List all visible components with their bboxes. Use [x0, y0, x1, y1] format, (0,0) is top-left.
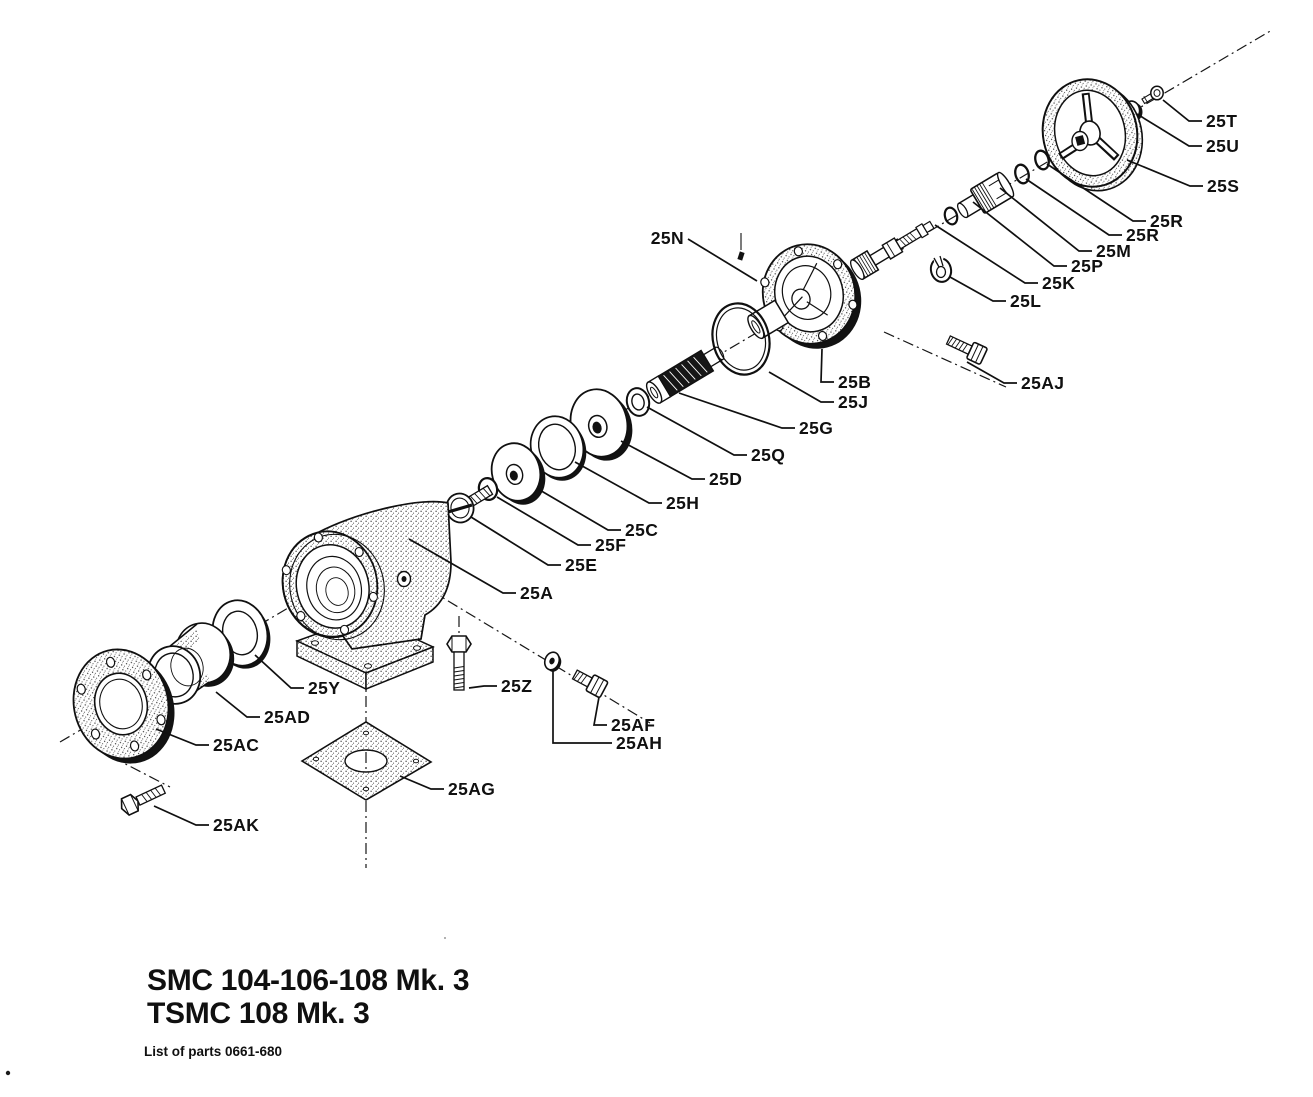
part-label-25af-26: 25AF — [611, 715, 655, 735]
leader-line-25k-7 — [934, 224, 1038, 284]
spindle-25k — [850, 220, 935, 281]
part-label-25b-10: 25B — [838, 372, 871, 392]
leader-line-25ag-28 — [399, 775, 444, 790]
leader-line-25r-3 — [1046, 163, 1146, 222]
leader-line-25c-17 — [537, 488, 621, 531]
screw-25e — [445, 484, 494, 524]
o-ring-25r-3 — [943, 206, 959, 226]
leader-line-25y-21 — [254, 654, 304, 689]
leader-line-25s-2 — [1126, 159, 1203, 187]
leader-line-25m-5 — [999, 187, 1092, 252]
part-label-25f-18: 25F — [595, 535, 626, 555]
part-label-25y-21: 25Y — [308, 678, 340, 698]
part-label-25z-25: 25Z — [501, 676, 532, 696]
part-label-25k-7: 25K — [1042, 273, 1075, 293]
disc-25c — [490, 442, 546, 505]
o-ring-25r-2 — [1014, 163, 1030, 185]
part-label-25p-6: 25P — [1071, 256, 1103, 276]
leader-line-25ah-27 — [552, 670, 612, 744]
handwheel-25s — [1041, 78, 1144, 192]
leader-line-25ak-24 — [153, 805, 209, 826]
footer-titles: SMC 104-106-108 Mk. 3 TSMC 108 Mk. 3 Lis… — [144, 964, 470, 1059]
ring-25h — [529, 415, 587, 481]
part-label-25h-16: 25H — [666, 493, 699, 513]
part-label-25ad-22: 25AD — [264, 707, 310, 727]
bolt-25aj-axis — [883, 331, 1007, 388]
drain-plug-axis — [429, 589, 651, 724]
bolt-25ak — [120, 784, 167, 817]
leader-line-25d-15 — [620, 440, 705, 480]
o-ring-25r-1 — [1034, 149, 1050, 171]
part-label-25r-4: 25R — [1126, 225, 1159, 245]
sleeve-25ad — [146, 622, 235, 705]
screw-25t-head — [1150, 85, 1164, 101]
scan-speck — [444, 937, 446, 939]
part-label-25n-9: 25N — [651, 228, 684, 248]
part-label-25u-1: 25U — [1206, 136, 1239, 156]
leader-line-25f-18 — [496, 496, 591, 546]
leader-line-25b-10 — [820, 348, 834, 383]
leader-line-25r-4 — [1025, 178, 1122, 236]
part-label-25s-2: 25S — [1207, 176, 1239, 196]
pin-25n — [737, 233, 745, 261]
leader-line-25p-6 — [972, 201, 1067, 267]
part-label-25e-19: 25E — [565, 555, 597, 575]
bolt-25aj — [945, 335, 988, 365]
leader-line-25ad-22 — [215, 691, 260, 718]
seal-ring-25q — [625, 387, 651, 417]
model-title-line1: SMC 104-106-108 Mk. 3 — [147, 964, 469, 997]
part-label-25l-8: 25L — [1010, 291, 1041, 311]
leader-line-25af-26 — [592, 696, 607, 726]
bolt-25z — [446, 635, 472, 691]
leader-line-25t-0 — [1162, 99, 1202, 122]
gland-nut-25m-25p — [956, 171, 1015, 219]
worm-shaft-25g — [645, 346, 725, 404]
leader-line-25j-11 — [768, 371, 834, 403]
leader-line-25l-8 — [949, 276, 1006, 302]
part-label-25d-15: 25D — [709, 469, 742, 489]
annotation-layer: 25T25U25S25R25R25M25P25K25L25N25B25J25AJ… — [153, 99, 1239, 835]
part-label-25ah-27: 25AH — [616, 733, 662, 753]
plug-25af — [571, 669, 609, 699]
gasket-25ag — [300, 721, 433, 801]
o-ring-25j — [711, 302, 771, 376]
leader-line-25z-25 — [468, 685, 497, 689]
flange-25b-hub — [747, 299, 790, 340]
part-label-25a-20: 25A — [520, 583, 553, 603]
part-label-25q-14: 25Q — [751, 445, 785, 465]
flange-25b — [747, 243, 862, 349]
part-label-25t-0: 25T — [1206, 111, 1237, 131]
part-label-25g-13: 25G — [799, 418, 833, 438]
leader-line-25ac-23 — [155, 728, 209, 746]
part-label-25c-17: 25C — [625, 520, 658, 540]
part-label-25aj-12: 25AJ — [1021, 373, 1064, 393]
parts-list-note: List of parts 0661-680 — [144, 1044, 282, 1059]
leader-line-25q-14 — [646, 406, 747, 456]
model-title-line2: TSMC 108 Mk. 3 — [147, 997, 370, 1030]
part-label-25ac-23: 25AC — [213, 735, 259, 755]
flange-ring-25ac — [72, 648, 175, 764]
housing-25a — [281, 500, 452, 650]
part-label-25ag-28: 25AG — [448, 779, 495, 799]
leader-line-25u-1 — [1136, 113, 1202, 147]
part-label-25j-11: 25J — [838, 392, 868, 412]
leader-line-25n-9 — [687, 238, 758, 282]
part-label-25r-3: 25R — [1150, 211, 1183, 231]
clip-25l — [929, 255, 953, 283]
part-label-25ak-24: 25AK — [213, 815, 259, 835]
washer-25ah — [543, 651, 562, 672]
scan-speck — [5, 1070, 11, 1076]
part-label-25m-5: 25M — [1096, 241, 1131, 261]
leader-line-25aj-12 — [966, 361, 1017, 384]
leader-line-25h-16 — [574, 461, 662, 504]
leader-line-25g-13 — [678, 392, 795, 429]
leader-line-25e-19 — [470, 516, 561, 566]
leader-line-25a-20 — [408, 538, 516, 594]
